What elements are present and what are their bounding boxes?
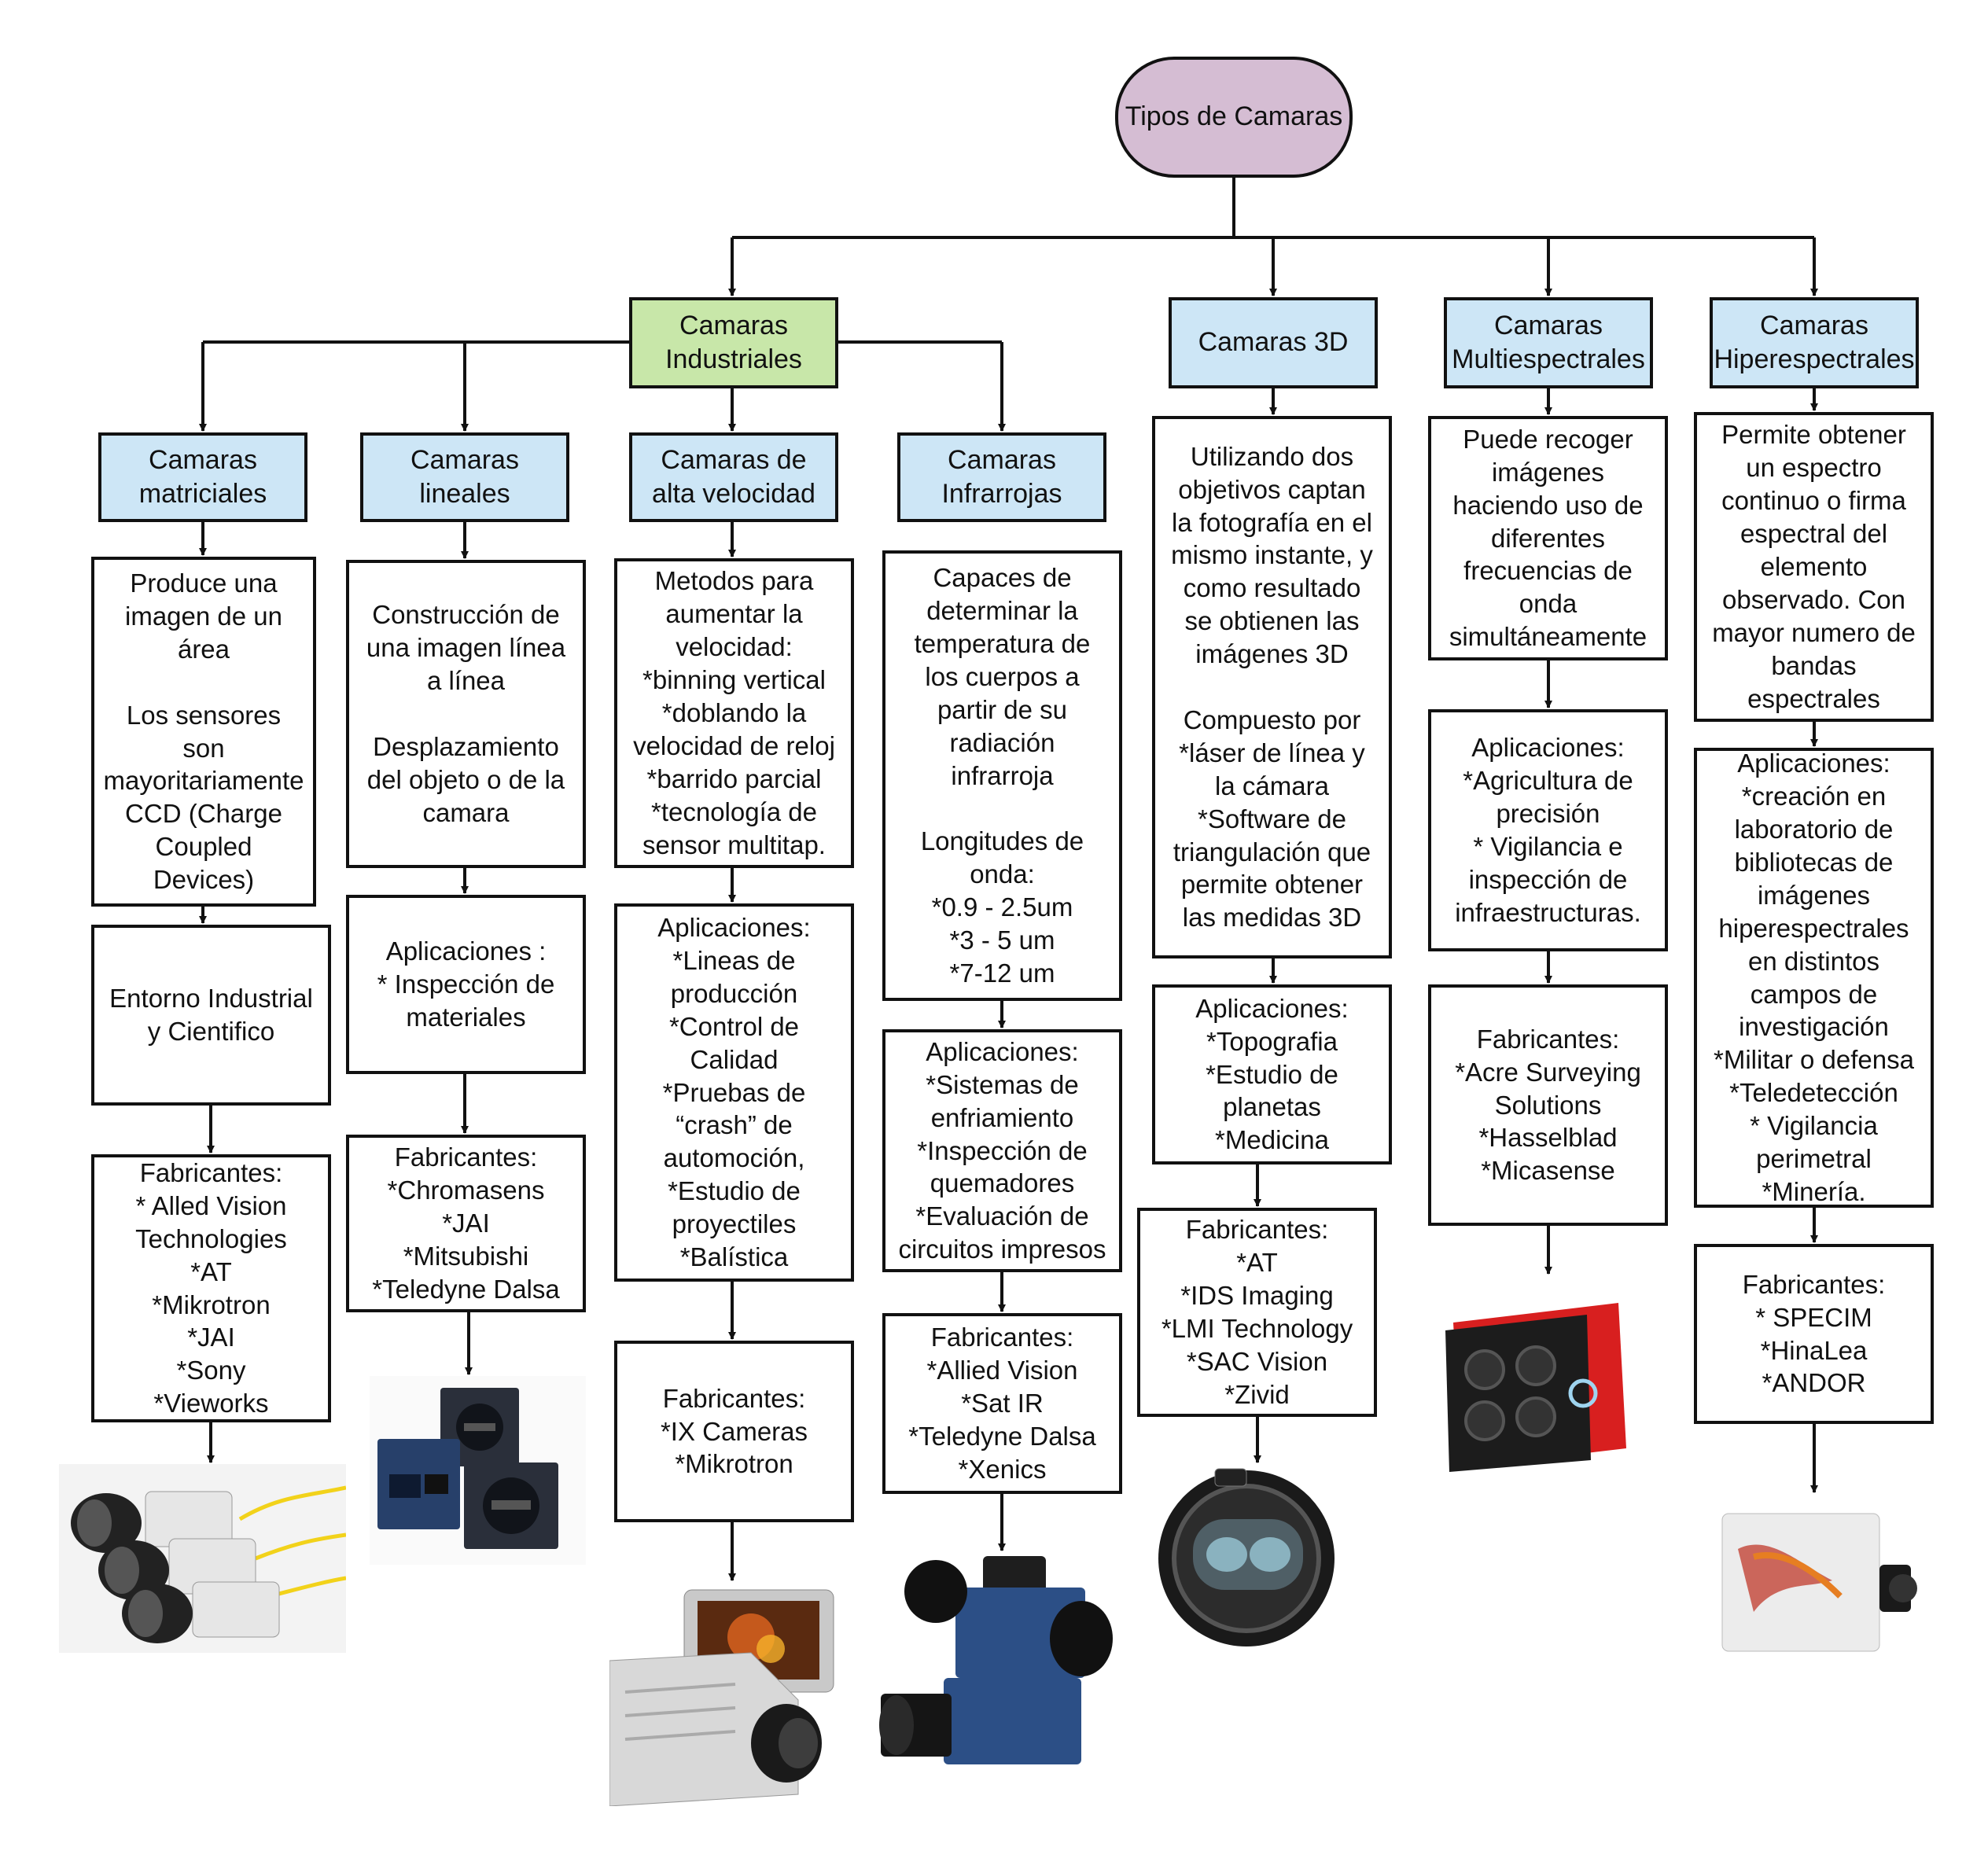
- infrarrojas-makers-text: Fabricantes: *Allied Vision *Sat IR *Tel…: [908, 1323, 1096, 1484]
- cameras-3d-makers: Fabricantes: *AT *IDS Imaging *LMI Techn…: [1137, 1208, 1377, 1417]
- lineales-description: Construcción de una imagen línea a línea…: [346, 560, 586, 868]
- alta-velocidad-description-text: Metodos para aumentar la velocidad: *bin…: [633, 566, 835, 859]
- line-scan-cameras-photo: [370, 1376, 586, 1565]
- multiespectrales-makers-text: Fabricantes: *Acre Surveying Solutions *…: [1455, 1024, 1641, 1186]
- lineales-label: Camaras lineales: [410, 444, 519, 509]
- matriciales-makers-text: Fabricantes: * Alled Vision Technologies…: [135, 1157, 287, 1418]
- root-node: Tipos de Camaras: [1115, 57, 1353, 178]
- root-label: Tipos de Camaras: [1125, 101, 1343, 132]
- multiespectrales-label: Camaras Multiespectrales: [1452, 310, 1645, 374]
- industrial-label: Camaras Industriales: [665, 310, 802, 374]
- matriciales-description-text: Produce una imagen de un área Los sensor…: [103, 568, 304, 895]
- infrarrojas-description: Capaces de determinar la temperatura de …: [882, 550, 1122, 1001]
- hiperespectrales-node: Camaras Hiperespectrales: [1710, 297, 1919, 388]
- alta-velocidad-label: Camaras de alta velocidad: [652, 444, 815, 509]
- multiespectrales-applications: Aplicaciones: *Agricultura de precisión …: [1428, 709, 1668, 951]
- matriciales-label: Camaras matriciales: [138, 444, 267, 509]
- alta-velocidad-description: Metodos para aumentar la velocidad: *bin…: [614, 558, 854, 868]
- alta-velocidad-node: Camaras de alta velocidad: [629, 432, 838, 522]
- multiespectrales-description-text: Puede recoger imágenes haciendo uso de d…: [1449, 424, 1647, 652]
- matriciales-node: Camaras matriciales: [98, 432, 307, 522]
- hiperespectrales-makers-text: Fabricantes: * SPECIM *HinaLea *ANDOR: [1742, 1269, 1886, 1398]
- lineales-applications: Aplicaciones : * Inspección de materiale…: [346, 895, 586, 1074]
- cameras-3d-label: Camaras 3D: [1198, 327, 1349, 358]
- lineales-node: Camaras lineales: [360, 432, 569, 522]
- multiespectrales-description: Puede recoger imágenes haciendo uso de d…: [1428, 416, 1668, 660]
- matriciales-use: Entorno Industrial y Cientifico: [91, 925, 331, 1106]
- matriciales-makers: Fabricantes: * Alled Vision Technologies…: [91, 1154, 331, 1422]
- hiperespectrales-description: Permite obtener un espectro continuo o f…: [1694, 412, 1934, 722]
- lineales-applications-text: Aplicaciones : * Inspección de materiale…: [377, 936, 555, 1032]
- cameras-3d-applications: Aplicaciones: *Topografia *Estudio de pl…: [1152, 984, 1392, 1164]
- hiperespectrales-makers: Fabricantes: * SPECIM *HinaLea *ANDOR: [1694, 1244, 1934, 1424]
- hiperespectrales-label: Camaras Hiperespectrales: [1714, 310, 1915, 374]
- cameras-3d-description-text: Utilizando dos objetivos captan la fotog…: [1171, 441, 1373, 933]
- matriciales-use-text: Entorno Industrial y Cientifico: [109, 984, 313, 1046]
- alta-velocidad-applications: Aplicaciones: *Lineas de producción *Con…: [614, 903, 854, 1282]
- infrarrojas-makers: Fabricantes: *Allied Vision *Sat IR *Tel…: [882, 1313, 1122, 1494]
- industrial-node: Camaras Industriales: [629, 297, 838, 388]
- matrix-cameras-photo: [59, 1464, 346, 1653]
- alta-velocidad-makers-text: Fabricantes: *IX Cameras *Mikrotron: [660, 1383, 808, 1479]
- alta-velocidad-makers: Fabricantes: *IX Cameras *Mikrotron: [614, 1341, 854, 1522]
- multiespectrales-makers: Fabricantes: *Acre Surveying Solutions *…: [1428, 984, 1668, 1226]
- infrarrojas-description-text: Capaces de determinar la temperatura de …: [914, 563, 1091, 988]
- lineales-description-text: Construcción de una imagen línea a línea…: [366, 600, 566, 827]
- cameras-3d-description: Utilizando dos objetivos captan la fotog…: [1152, 416, 1392, 958]
- cameras-3d-makers-text: Fabricantes: *AT *IDS Imaging *LMI Techn…: [1161, 1215, 1353, 1409]
- infrared-camera-photo: [873, 1552, 1121, 1768]
- 3d-lumix-lens-photo: [1152, 1464, 1357, 1657]
- hiperespectrales-applications-text: Aplicaciones: *creación en laboratorio d…: [1714, 749, 1914, 1206]
- alta-velocidad-applications-text: Aplicaciones: *Lineas de producción *Con…: [657, 913, 811, 1272]
- lineales-makers: Fabricantes: *Chromasens *JAI *Mitsubish…: [346, 1135, 586, 1312]
- matriciales-description: Produce una imagen de un área Los sensor…: [91, 557, 316, 907]
- multispectral-camera-photo: [1430, 1275, 1642, 1488]
- hyperspectral-camera-photo: [1706, 1494, 1919, 1667]
- high-speed-camera-photo: [609, 1582, 845, 1806]
- infrarrojas-applications-text: Aplicaciones: *Sistemas de enfriamiento …: [898, 1036, 1106, 1264]
- hiperespectrales-description-text: Permite obtener un espectro continuo o f…: [1712, 420, 1916, 713]
- multiespectrales-applications-text: Aplicaciones: *Agricultura de precisión …: [1455, 733, 1641, 927]
- infrarrojas-node: Camaras Infrarrojas: [897, 432, 1106, 522]
- cameras-3d-applications-text: Aplicaciones: *Topografia *Estudio de pl…: [1195, 993, 1349, 1155]
- infrarrojas-label: Camaras Infrarrojas: [941, 444, 1062, 509]
- cameras-3d-node: Camaras 3D: [1169, 297, 1378, 388]
- multiespectrales-node: Camaras Multiespectrales: [1444, 297, 1653, 388]
- infrarrojas-applications: Aplicaciones: *Sistemas de enfriamiento …: [882, 1029, 1122, 1272]
- lineales-makers-text: Fabricantes: *Chromasens *JAI *Mitsubish…: [372, 1142, 560, 1304]
- hiperespectrales-applications: Aplicaciones: *creación en laboratorio d…: [1694, 748, 1934, 1208]
